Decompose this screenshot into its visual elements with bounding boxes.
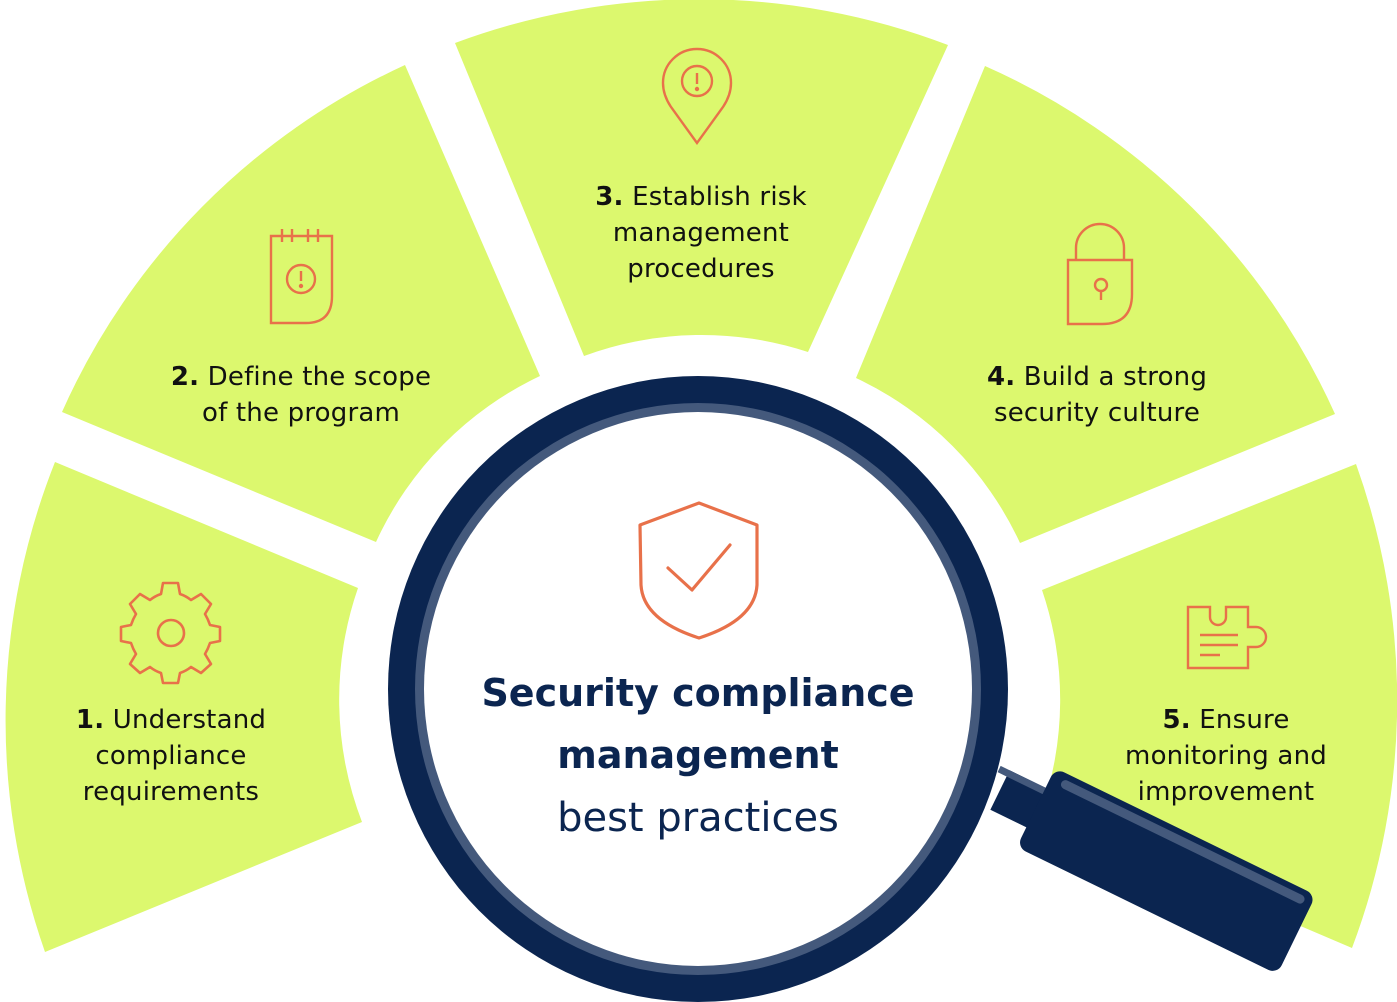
segment-5-line-3: improvement [1137,777,1315,807]
title-line-2: management [557,733,839,777]
segment-1-line-1: Understand [112,705,267,735]
segment-4-label: 4. Build a strong security culture [987,359,1207,431]
segment-1-label: 1. Understand compliance requirements [76,702,266,810]
puzzle-document-icon [1186,605,1268,670]
segment-1-line-3: requirements [82,777,260,807]
magnifier-handle [990,765,1313,971]
segment-4-line-1: Build a strong [1023,362,1208,392]
segment-1-shape [5,462,362,952]
padlock-icon [1066,222,1134,326]
shield-check-icon [638,501,759,640]
segment-3-line-1: Establish risk [632,182,807,212]
segment-4-shape [856,66,1335,543]
segment-1-line-2: compliance [95,741,247,771]
segment-1-number: 1. [75,705,105,735]
segment-2-label: 2. Define the scope of the program [171,359,431,431]
title-line-3: best practices [557,795,839,841]
segment-3-number: 3. [595,182,624,212]
segment-5-label: 5. Ensure monitoring and improvement [1125,702,1327,810]
center-title: Security compliance management best prac… [481,662,914,850]
magnifier-lens [388,376,1008,1002]
segment-3-line-2: management [612,218,790,248]
segment-2-shape [62,65,540,542]
segment-3-line-3: procedures [627,254,775,284]
notepad-alert-icon [269,229,334,325]
segment-4-number: 4. [986,362,1016,392]
segment-3-label: 3. Establish risk management procedures [595,179,807,287]
segment-5-number: 5. [1162,705,1191,735]
segment-5-line-1: Ensure [1199,705,1290,735]
segment-2-number: 2. [170,362,200,392]
title-line-1: Security compliance [481,671,915,715]
segment-5-line-2: monitoring and [1125,741,1327,771]
segment-2-line-1: Define the scope [207,362,432,392]
location-alert-icon [661,47,733,146]
segment-3-shape [455,0,948,356]
segment-4-line-2: security culture [993,398,1201,428]
gear-icon [119,581,222,685]
segment-2-line-2: of the program [201,398,401,428]
